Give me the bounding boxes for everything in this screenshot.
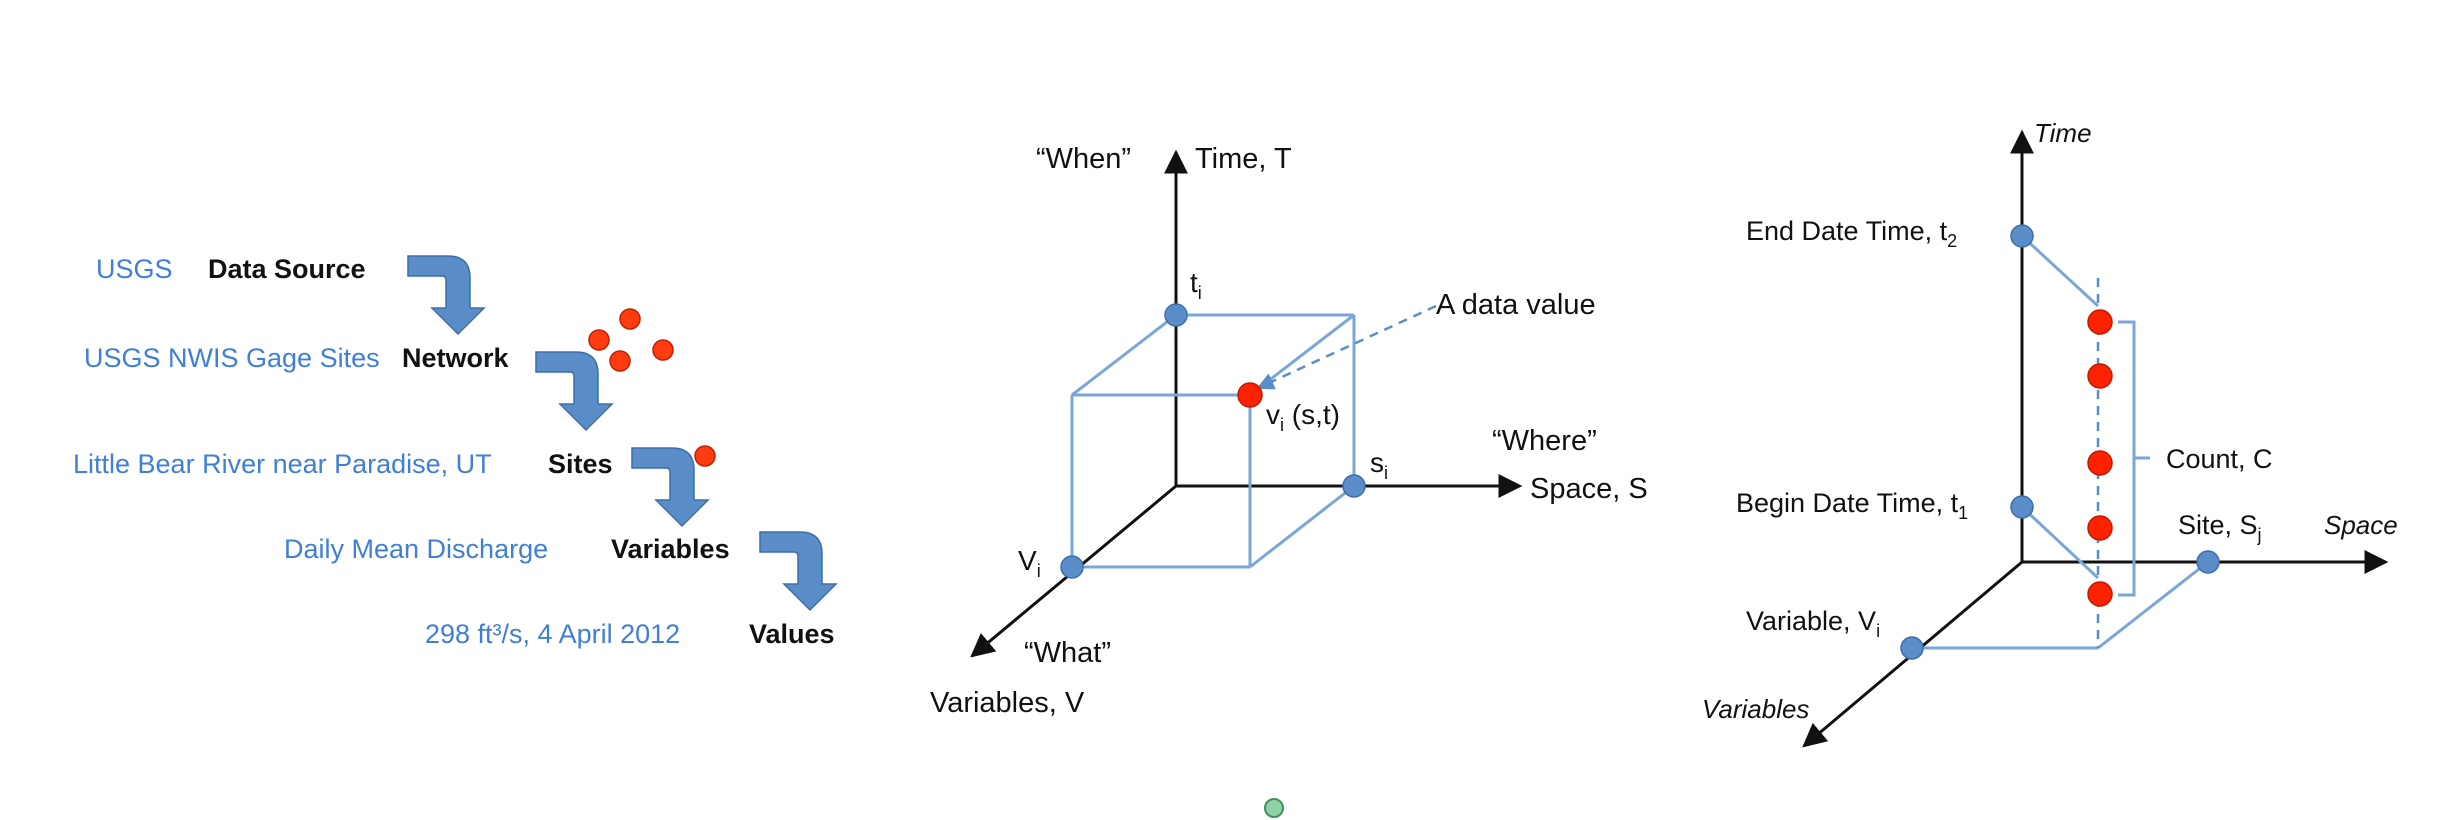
ti-label: ti — [1190, 267, 1202, 303]
variable-node — [1900, 636, 1924, 660]
what-label: “What” — [1024, 637, 1111, 669]
network-example: USGS NWIS Gage Sites — [84, 343, 380, 373]
end-time-label: End Date Time, t2 — [1746, 216, 1957, 251]
variable-label: Variable, Vi — [1746, 606, 1880, 641]
begin-time-node — [2010, 495, 2034, 519]
site-example: Little Bear River near Paradise, UT — [73, 449, 492, 479]
bent-arrow-icon — [535, 351, 613, 431]
hierarchy-panel: USGS Data Source USGS NWIS Gage Sites Ne… — [73, 254, 837, 649]
network-sites-dots — [588, 308, 674, 372]
begin-time-label: Begin Date Time, t1 — [1736, 488, 1968, 523]
cube-panel: “When” Time, T A data value “Where” Spac… — [930, 143, 1648, 719]
value-example: 298 ft³/s, 4 April 2012 — [425, 619, 680, 649]
data-value-pointer — [1256, 304, 1437, 390]
vi-node — [1060, 555, 1084, 579]
ti-node — [1164, 303, 1188, 327]
variable-example: Daily Mean Discharge — [284, 534, 548, 564]
sites-level: Sites — [548, 449, 613, 479]
data-value-label: A data value — [1436, 289, 1596, 321]
site-dot — [694, 445, 716, 467]
data-value-point — [1237, 382, 1263, 408]
when-label: “When” — [1036, 143, 1131, 175]
space-axis-label: Space, S — [1530, 473, 1648, 505]
si-node — [1342, 474, 1366, 498]
values-level: Values — [749, 619, 835, 649]
time-axis-label: Time, T — [1195, 143, 1292, 175]
space-axis-label: Space — [2324, 510, 2398, 540]
source-level: Data Source — [208, 254, 366, 284]
vi-st-label: vi (s,t) — [1266, 399, 1340, 435]
projection-lines — [1912, 234, 2209, 650]
count-bracket — [2118, 320, 2136, 597]
variables-level: Variables — [611, 534, 730, 564]
site-node — [2196, 550, 2220, 574]
cube-edges — [1070, 313, 1356, 569]
network-level: Network — [402, 343, 510, 373]
time-axis-label: Time — [2034, 118, 2092, 148]
Vi-label: Vi — [1018, 545, 1041, 581]
series-panel: Time Space Variables End Date Time, t2 B… — [1702, 118, 2398, 748]
source-example: USGS — [96, 254, 173, 284]
bent-arrow-icon — [407, 255, 485, 335]
end-time-node — [2010, 224, 2034, 248]
site-label: Site, Sj — [2178, 510, 2262, 545]
si-label: si — [1370, 447, 1388, 483]
bent-arrow-icon — [759, 531, 837, 611]
count-label: Count, C — [2166, 444, 2273, 474]
variables-axis-label: Variables, V — [930, 687, 1085, 719]
series-data-points — [2087, 309, 2113, 607]
slide-marker-icon — [1264, 798, 1284, 818]
where-label: “Where” — [1492, 425, 1597, 457]
variables-axis-label: Variables — [1702, 694, 1809, 724]
